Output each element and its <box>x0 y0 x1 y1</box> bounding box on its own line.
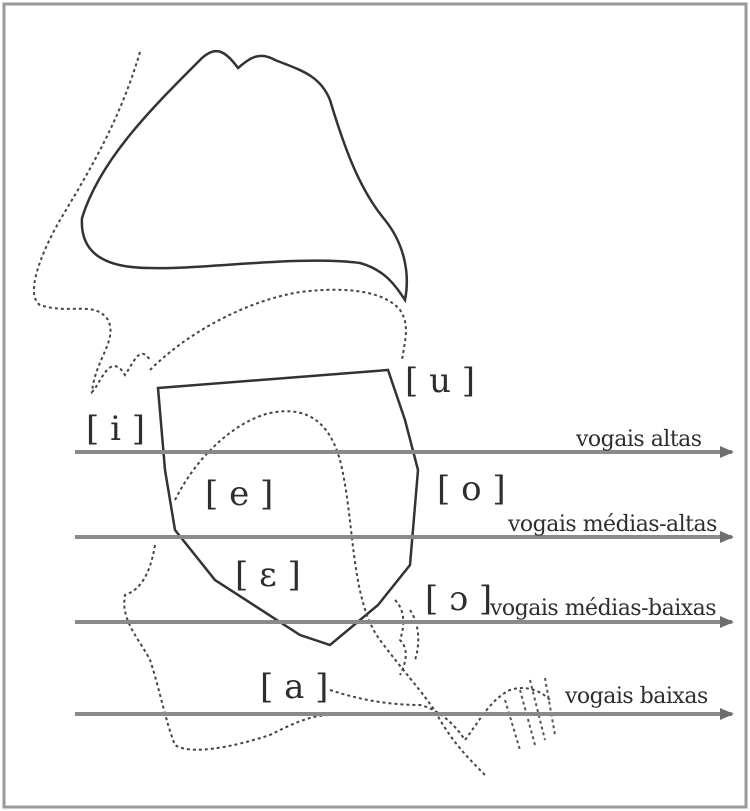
face-profile-outline <box>34 52 150 392</box>
label-vogais-medias-altas: vogais médias-altas <box>507 512 717 537</box>
vowel-label-a: [ a ] <box>260 667 328 707</box>
label-vogais-altas: vogais altas <box>575 427 702 452</box>
pharynx-outline <box>395 600 418 675</box>
vowel-label-u: [ u ] <box>405 361 475 401</box>
vowel-label-e: [ e ] <box>205 474 273 514</box>
velum-outline <box>150 290 406 370</box>
vowel-label-o: [ o ] <box>437 469 506 509</box>
vowel-label-open-o: [ ɔ ] <box>425 579 492 619</box>
vowel-label-i: [ i ] <box>86 409 145 449</box>
label-vogais-baixas: vogais baixas <box>564 684 708 709</box>
palate-outline <box>82 51 407 300</box>
vowel-label-open-e: [ ɛ ] <box>235 555 301 595</box>
label-vogais-medias-baixas: vogais médias-baixas <box>489 596 716 621</box>
